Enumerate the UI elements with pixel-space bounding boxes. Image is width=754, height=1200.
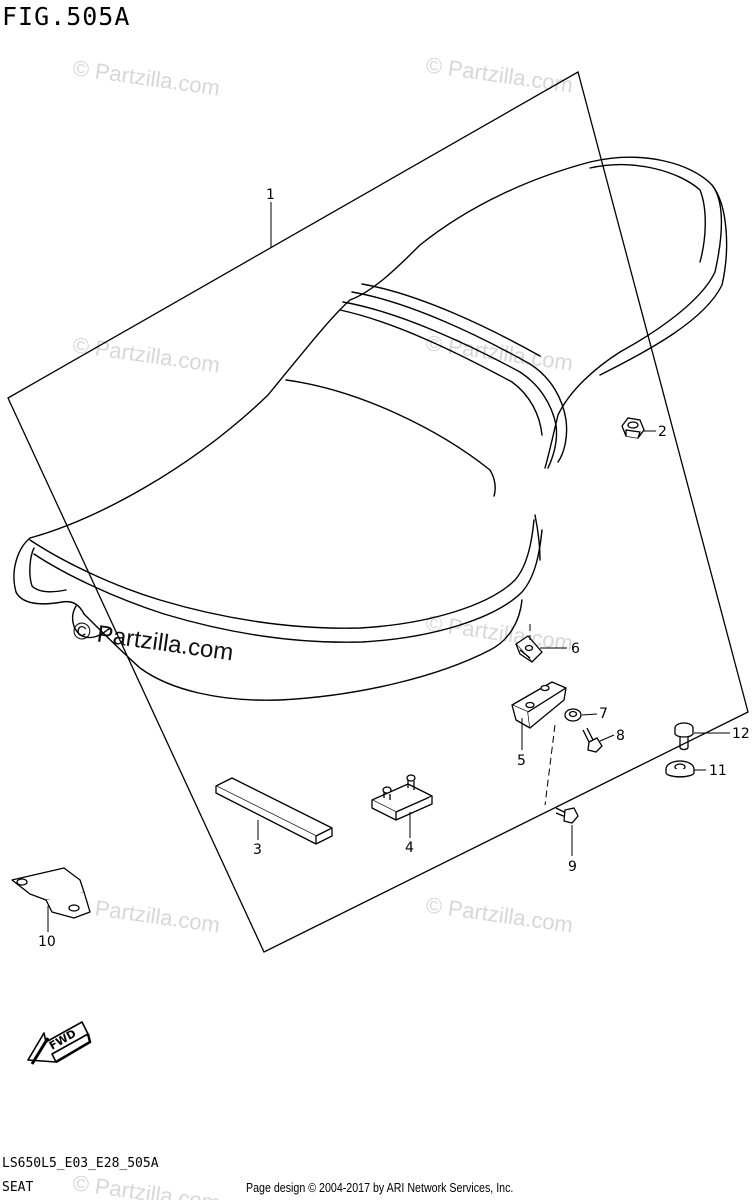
part-12-screw [674, 722, 694, 751]
fwd-arrow-icon: FWD [27, 1021, 92, 1065]
watermark: © Partzilla.com [71, 55, 221, 100]
part-8-bolt [582, 727, 603, 753]
callout-8[interactable]: 8 [616, 728, 625, 744]
watermark: © Partzilla.com [71, 1170, 221, 1200]
seat-illustration [13, 156, 728, 701]
watermark: © Partzilla.com [71, 892, 221, 937]
part-11-washer [665, 760, 695, 778]
watermarks: © Partzilla.com © Partzilla.com © Partzi… [71, 52, 574, 1200]
callout-3[interactable]: 3 [253, 842, 262, 858]
assembly-frame [7, 71, 749, 953]
alignment-lines [529, 624, 556, 806]
watermark-dark: © Partzilla.com [71, 617, 235, 666]
part-5-bracket [511, 681, 567, 729]
part-4-damper [371, 774, 433, 821]
watermark: © Partzilla.com [424, 52, 574, 97]
watermark: © Partzilla.com [424, 330, 574, 375]
callout-5[interactable]: 5 [517, 753, 526, 769]
callout-11[interactable]: 11 [709, 763, 727, 779]
part-2-nut [621, 417, 645, 439]
callout-12[interactable]: 12 [732, 726, 750, 742]
leader-lines [47, 202, 730, 932]
part-3-cushion [215, 777, 333, 845]
callout-6[interactable]: 6 [571, 641, 580, 657]
callouts: 1 2 3 4 5 6 7 8 9 10 11 12 [38, 187, 750, 950]
callout-1[interactable]: 1 [266, 187, 275, 203]
watermark: © Partzilla.com [71, 332, 221, 377]
model-code: LS650L5_E03_E28_505A [2, 1156, 159, 1171]
callout-2[interactable]: 2 [658, 424, 667, 440]
part-10-hinge [11, 867, 91, 919]
callout-9[interactable]: 9 [568, 859, 577, 875]
figure-title: FIG.505A [2, 2, 131, 31]
callout-10[interactable]: 10 [38, 934, 56, 950]
callout-4[interactable]: 4 [405, 840, 414, 856]
part-9-screw [555, 807, 579, 824]
callout-7[interactable]: 7 [599, 706, 608, 722]
watermark: © Partzilla.com [424, 610, 574, 655]
watermark: © Partzilla.com [424, 892, 574, 937]
copyright-notice: Page design © 2004-2017 by ARI Network S… [246, 1180, 514, 1195]
part-7-washer [564, 708, 582, 722]
part-6-clip-nut [515, 635, 543, 663]
section-name: SEAT [2, 1180, 34, 1195]
